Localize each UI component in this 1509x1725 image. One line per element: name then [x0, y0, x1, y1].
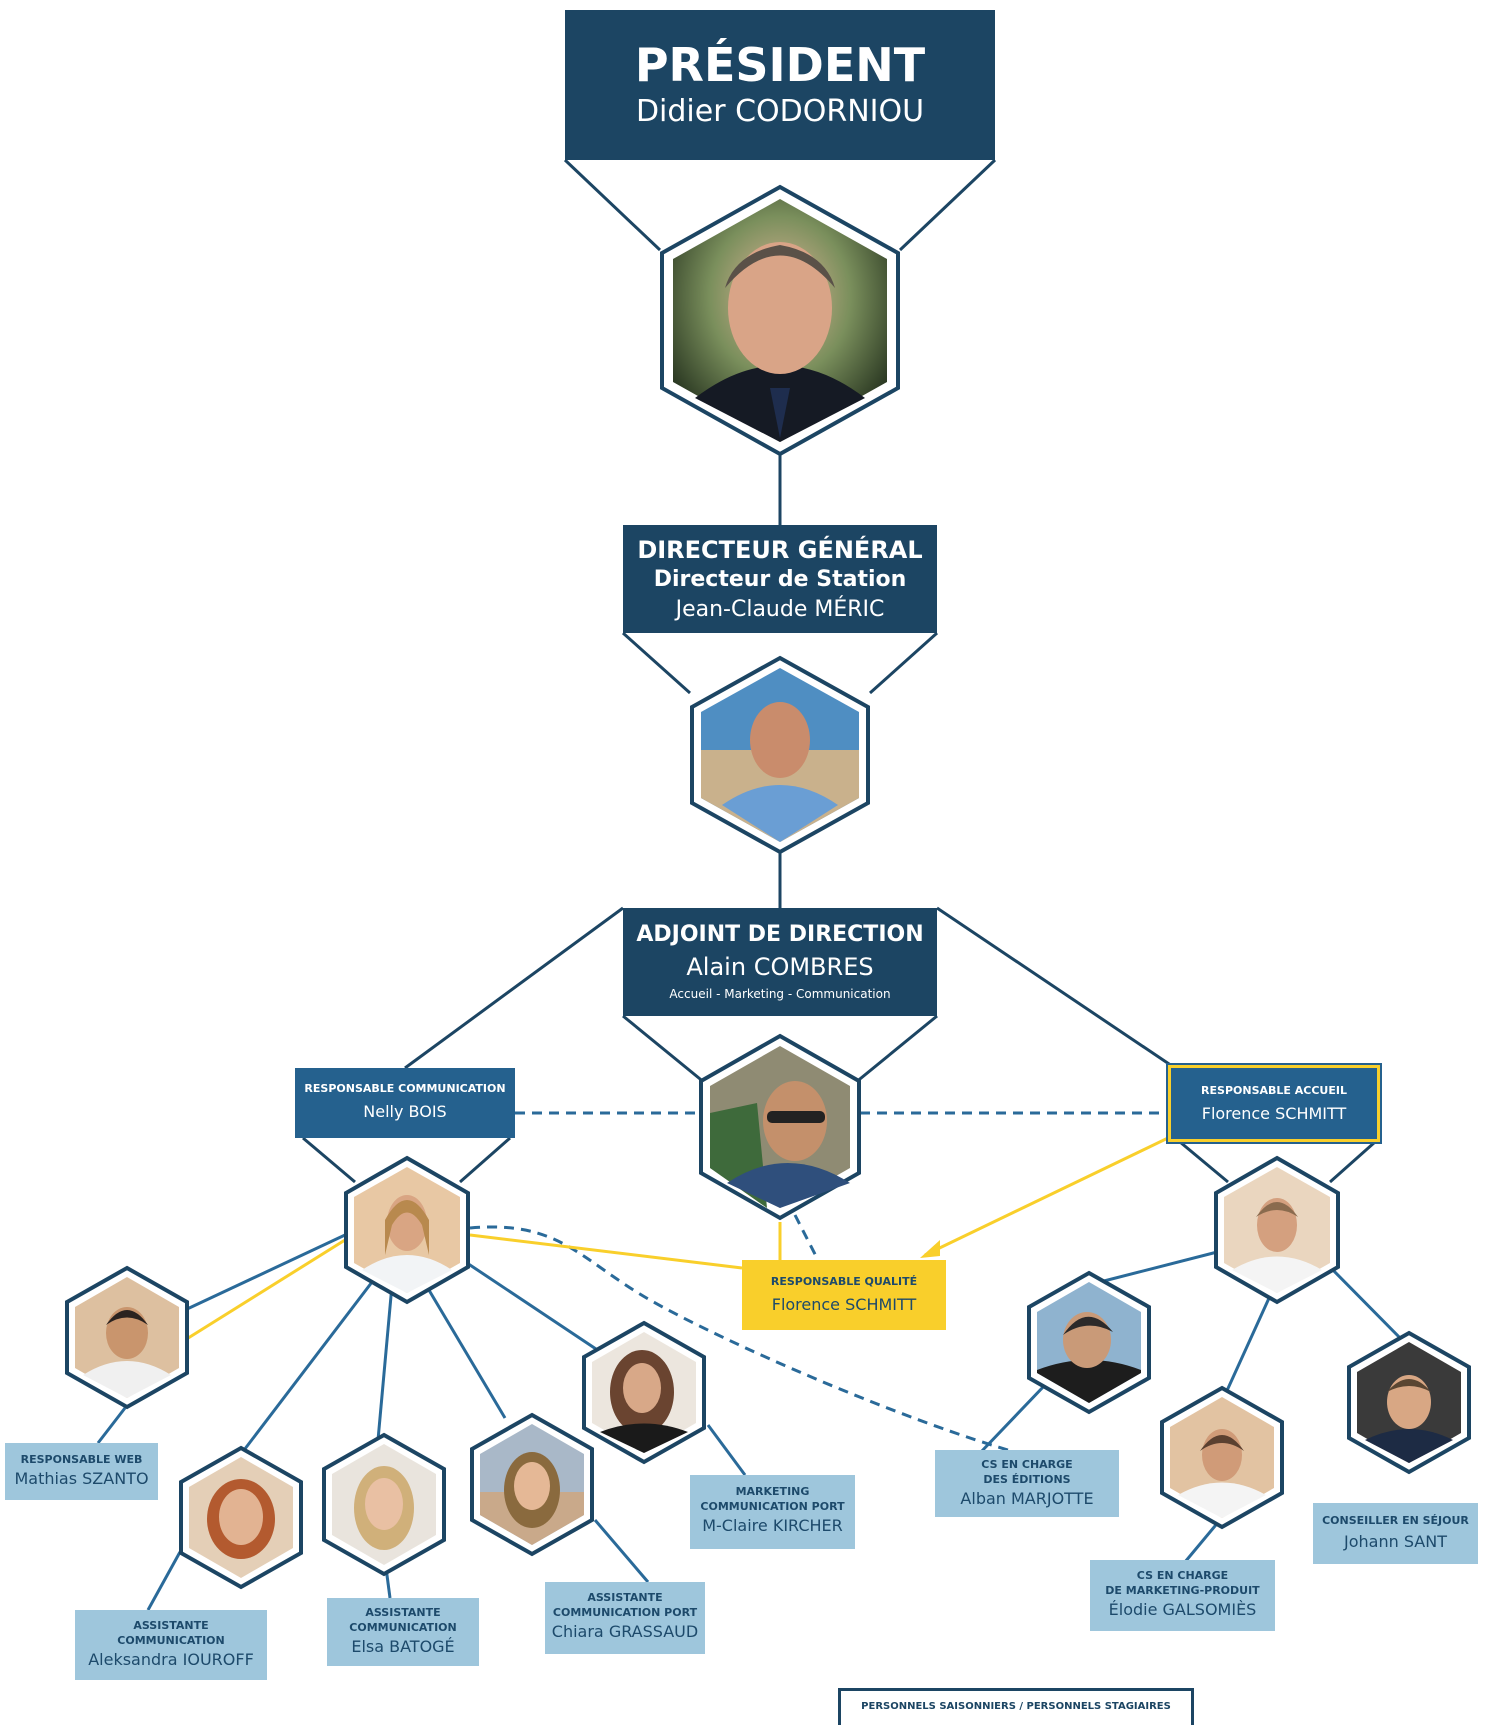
president-box: PRÉSIDENT Didier CODORNIOU	[565, 10, 995, 160]
resp-communication-name: Nelly BOIS	[363, 1102, 447, 1121]
adjoint-name: Alain COMBRES	[686, 953, 874, 981]
dashed-nelly-alban	[469, 1225, 1026, 1457]
connector-accueil-left	[1179, 1140, 1229, 1184]
elsa-photo	[320, 1432, 448, 1577]
nelly-photo	[342, 1155, 472, 1305]
asst-elsa-role2: COMMUNICATION	[349, 1621, 457, 1634]
president-role: PRÉSIDENT	[634, 38, 926, 92]
asst-chiara-name: Chiara GRASSAUD	[551, 1622, 699, 1641]
directeur-name: Jean-Claude MÉRIC	[675, 597, 885, 622]
resp-qualite-box: RESPONSABLE QUALITÉ Florence SCHMITT	[742, 1260, 946, 1330]
connector-florence-elodie	[1223, 1284, 1277, 1396]
connector-alban-stem	[978, 1383, 1047, 1455]
connector-aleksandra-stem	[146, 1551, 182, 1611]
asst-elsa-name: Elsa BATOGÉ	[351, 1637, 455, 1656]
adjoint-photo	[697, 1033, 863, 1221]
yellow-nelly-qualite	[469, 1233, 743, 1270]
alban-photo	[1025, 1270, 1153, 1415]
connector-nelly-web	[184, 1233, 346, 1312]
connector-mclaire-stem	[706, 1424, 747, 1476]
cs-alban-role1: CS EN CHARGE	[981, 1458, 1073, 1471]
dashed-adjoint-qualite	[793, 1214, 820, 1261]
resp-accueil-box: RESPONSABLE ACCUEIL Florence SCHMITT	[1166, 1063, 1382, 1144]
resp-web-role: RESPONSABLE WEB	[20, 1453, 143, 1466]
connector-president-right	[898, 158, 997, 252]
cs-elodie-name: Élodie GALSOMIÈS	[1108, 1600, 1257, 1619]
connector-adjoint-to-accueil	[936, 906, 1176, 1070]
directeur-photo	[687, 655, 873, 855]
resp-web-name: Mathias SZANTO	[14, 1469, 149, 1488]
saisonniers-label: PERSONNELS SAISONNIERS / PERSONNELS STAG…	[861, 1701, 1171, 1712]
marketing-mclaire-name: M-Claire KIRCHER	[702, 1516, 843, 1535]
adjoint-scope: Accueil - Marketing - Communication	[669, 987, 891, 1001]
asst-chiara-role2: COMMUNICATION PORT	[552, 1606, 698, 1619]
yellow-arrowhead	[920, 1240, 940, 1258]
cs-alban-role2: DES ÉDITIONS	[983, 1473, 1071, 1486]
connector-chiara-stem	[593, 1519, 650, 1583]
connector-adjoint-left	[622, 1014, 706, 1085]
mclaire-photo	[580, 1320, 708, 1465]
johann-photo	[1345, 1330, 1473, 1475]
directeur-role: DIRECTEUR GÉNÉRAL	[637, 536, 923, 564]
directeur-role-station: Directeur de Station	[653, 567, 907, 592]
mathias-photo	[63, 1265, 191, 1410]
elodie-photo	[1158, 1385, 1286, 1530]
yellow-accueil-qualite	[924, 1136, 1169, 1257]
asst-chiara-role1: ASSISTANTE	[587, 1591, 663, 1604]
connector-directeur-left	[621, 631, 692, 695]
marketing-mclaire-role2: COMMUNICATION PORT	[700, 1500, 845, 1513]
saisonniers-box: PERSONNELS SAISONNIERS / PERSONNELS STAG…	[838, 1688, 1194, 1725]
asst-aleksandra-box: ASSISTANTE COMMUNICATION Aleksandra IOUR…	[75, 1610, 267, 1680]
chiara-photo	[468, 1412, 596, 1557]
resp-accueil-role: RESPONSABLE ACCUEIL	[1201, 1084, 1347, 1097]
resp-communication-box: RESPONSABLE COMMUNICATION Nelly BOIS	[295, 1068, 515, 1138]
asst-elsa-role1: ASSISTANTE	[365, 1606, 441, 1619]
connector-accueil-right	[1329, 1140, 1376, 1184]
connector-adjoint-to-communication	[404, 906, 624, 1070]
resp-web-box: RESPONSABLE WEB Mathias SZANTO	[5, 1443, 158, 1500]
conseiller-johann-role: CONSEILLER EN SÉJOUR	[1322, 1514, 1469, 1527]
resp-qualite-role: RESPONSABLE QUALITÉ	[770, 1275, 918, 1288]
resp-qualite-name: Florence SCHMITT	[771, 1295, 917, 1314]
president-photo	[655, 183, 905, 458]
conseiller-johann-box: CONSEILLER EN SÉJOUR Johann SANT	[1313, 1503, 1478, 1564]
adjoint-box: ADJOINT DE DIRECTION Alain COMBRES Accue…	[623, 908, 937, 1016]
connector-nelly-elsa	[376, 1284, 394, 1441]
connector-elodie-stem	[1183, 1519, 1222, 1563]
connector-adjoint-right	[854, 1014, 938, 1085]
resp-communication-role: RESPONSABLE COMMUNICATION	[304, 1082, 506, 1095]
asst-aleksandra-role2: COMMUNICATION	[117, 1634, 225, 1647]
connector-web-stem	[96, 1407, 127, 1444]
conseiller-johann-name: Johann SANT	[1344, 1532, 1447, 1551]
asst-aleksandra-role1: ASSISTANTE	[133, 1619, 209, 1632]
connector-communication-right	[459, 1136, 511, 1184]
connector-president-left	[563, 158, 662, 252]
connector-directeur-right	[868, 631, 939, 695]
cs-elodie-box: CS EN CHARGE DE MARKETING-PRODUIT Élodie…	[1090, 1560, 1275, 1631]
connector-nelly-aleksandra	[236, 1264, 387, 1459]
adjoint-role: ADJOINT DE DIRECTION	[636, 922, 924, 947]
connector-florence-alban	[1099, 1248, 1226, 1284]
florence-photo	[1212, 1155, 1342, 1305]
marketing-mclaire-role1: MARKETING	[735, 1485, 810, 1498]
marketing-mclaire-box: MARKETING COMMUNICATION PORT M-Claire KI…	[690, 1475, 855, 1549]
asst-elsa-box: ASSISTANTE COMMUNICATION Elsa BATOGÉ	[327, 1598, 479, 1666]
connector-nelly-chiara	[418, 1274, 507, 1419]
connector-nelly-mclaire	[454, 1253, 606, 1357]
asst-aleksandra-name: Aleksandra IOUROFF	[88, 1650, 254, 1669]
cs-alban-box: CS EN CHARGE DES ÉDITIONS Alban MARJOTTE	[935, 1450, 1119, 1517]
cs-elodie-role1: CS EN CHARGE	[1136, 1569, 1229, 1582]
connector-communication-left	[302, 1136, 356, 1184]
connector-florence-johann	[1323, 1260, 1414, 1352]
resp-accueil-name: Florence SCHMITT	[1201, 1104, 1347, 1123]
president-name: Didier CODORNIOU	[635, 94, 925, 129]
asst-chiara-box: ASSISTANTE COMMUNICATION PORT Chiara GRA…	[545, 1582, 705, 1654]
directeur-box: DIRECTEUR GÉNÉRAL Directeur de Station J…	[623, 525, 937, 633]
aleksandra-photo	[177, 1445, 305, 1590]
yellow-nelly-web	[184, 1238, 346, 1342]
cs-alban-name: Alban MARJOTTE	[960, 1489, 1094, 1508]
cs-elodie-role2: DE MARKETING-PRODUIT	[1105, 1584, 1260, 1597]
